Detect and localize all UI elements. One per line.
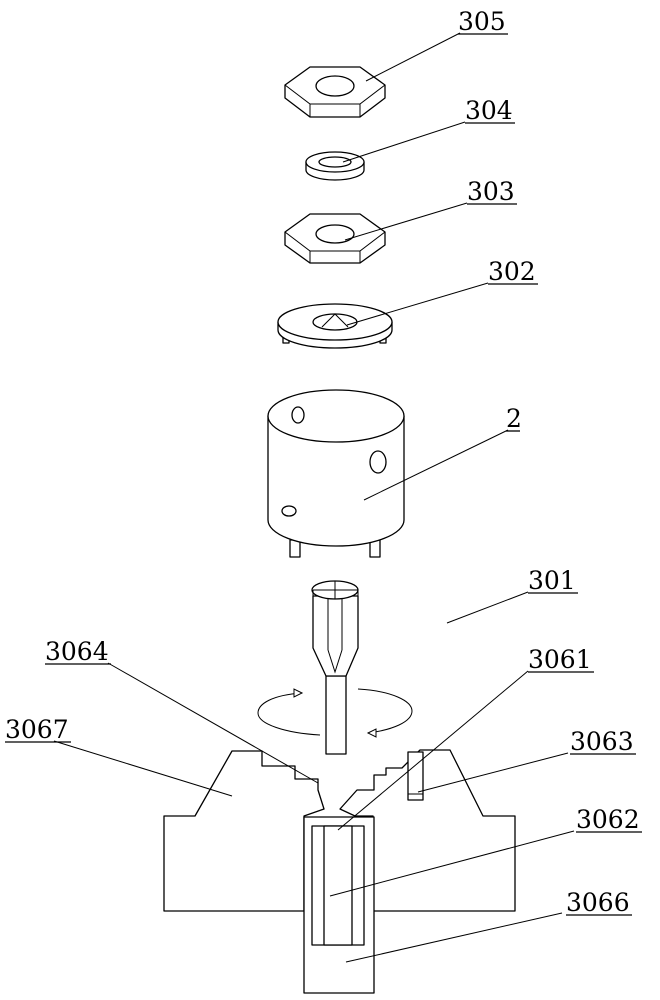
label-3063: 3063 — [570, 727, 634, 756]
label-301: 301 — [528, 566, 576, 595]
label-305: 305 — [458, 7, 506, 36]
part-3066-holder — [303, 816, 375, 994]
part-302-disc — [277, 303, 393, 349]
label-2: 2 — [506, 404, 522, 433]
leader-lines — [53, 32, 575, 963]
part-304-washer — [305, 151, 365, 181]
reference-labels: 305 304 303 302 2 301 3064 3061 3067 306… — [5, 7, 642, 917]
label-3061: 3061 — [528, 645, 592, 674]
part-301-cutter — [311, 580, 359, 755]
label-303: 303 — [467, 177, 515, 206]
label-3062: 3062 — [576, 805, 640, 834]
part-305-hex-nut — [284, 66, 386, 118]
label-3064: 3064 — [45, 637, 109, 666]
base-fixture — [163, 749, 516, 912]
rotation-arrow-icon — [257, 688, 413, 738]
part-303-hex-nut — [284, 213, 386, 264]
label-3066: 3066 — [566, 888, 630, 917]
label-304: 304 — [465, 96, 513, 125]
label-3067: 3067 — [5, 715, 69, 744]
part-2-sleeve — [267, 389, 405, 558]
label-302: 302 — [488, 257, 536, 286]
